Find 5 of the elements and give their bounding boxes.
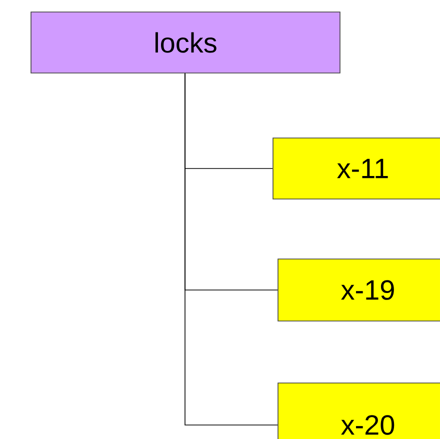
item-box: x-19 (278, 258, 440, 322)
item-box: x-20 (278, 382, 440, 439)
connector-line (184, 73, 278, 426)
header-box: locks (30, 12, 340, 74)
item-box: x-11 (272, 138, 440, 200)
